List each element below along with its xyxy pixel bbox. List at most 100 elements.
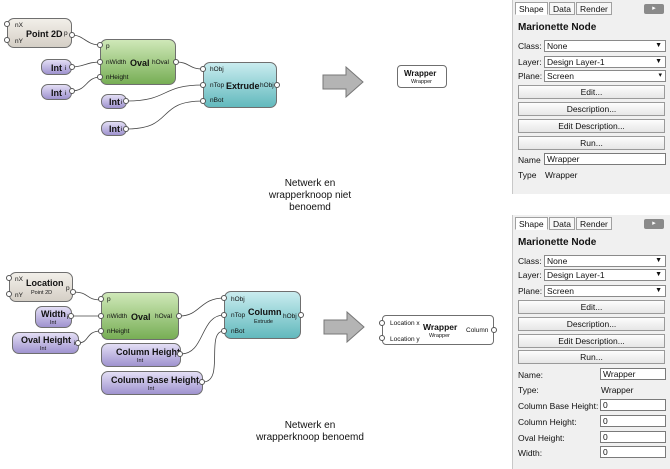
edit-button[interactable]: Edit... — [518, 85, 665, 99]
chevron-down-icon: ▼ — [655, 271, 662, 278]
node-title: Column — [248, 307, 282, 317]
param-label-width: Width: — [518, 448, 543, 458]
node-extrude[interactable]: hObj nTop nBot Extrude hObj — [203, 62, 277, 108]
port-i-output[interactable] — [177, 351, 183, 357]
run-button[interactable]: Run... — [518, 136, 665, 150]
tab-shape[interactable]: Shape — [515, 217, 548, 230]
port-location-y-input[interactable] — [379, 335, 385, 341]
node-column-height[interactable]: Column Height Int i — [101, 343, 181, 367]
port-ny-input[interactable] — [6, 291, 12, 297]
port-p-input[interactable] — [98, 296, 104, 302]
port-i-output[interactable] — [123, 98, 129, 104]
port-nheight-input[interactable] — [98, 328, 104, 334]
port-hobj-input[interactable] — [200, 66, 206, 72]
node-title: Wrapper — [404, 69, 437, 78]
node-column[interactable]: hObj nTop nBot Column Extrude hObj — [224, 291, 301, 339]
port-nbot-input[interactable] — [200, 98, 206, 104]
node-int-2[interactable]: Int i — [41, 84, 72, 100]
panel-menu-icon[interactable]: ▸ — [644, 219, 664, 229]
node-title: Column Base Height — [111, 375, 200, 385]
name-field[interactable]: Wrapper — [600, 368, 666, 380]
port-nbot-label: nBot — [231, 328, 245, 335]
node-oval[interactable]: p nWidth nHeight Oval hOval — [100, 39, 176, 85]
port-nwidth-input[interactable] — [98, 313, 104, 319]
class-select[interactable]: None▼ — [544, 40, 666, 52]
port-i-output[interactable] — [199, 379, 205, 385]
node-subtitle: Wrapper — [411, 79, 432, 85]
node-int-1[interactable]: Int i — [41, 59, 72, 75]
port-p-label: p — [107, 296, 111, 303]
panel-heading: Marionette Node — [518, 22, 597, 33]
port-nbot-input[interactable] — [221, 328, 227, 334]
tab-data[interactable]: Data — [549, 2, 575, 15]
port-hobj-output[interactable] — [298, 312, 304, 318]
port-nwidth-input[interactable] — [97, 59, 103, 65]
node-oval-height[interactable]: Oval Height Int i — [12, 332, 79, 354]
node-column-base-height[interactable]: Column Base Height Int i — [101, 371, 203, 395]
port-column-output[interactable] — [491, 327, 497, 333]
node-wrapper[interactable]: Wrapper Wrapper — [397, 65, 447, 88]
panel-tabs: Shape Data Render ▸ — [515, 2, 668, 16]
port-hoval-output[interactable] — [173, 59, 179, 65]
port-p-input[interactable] — [97, 42, 103, 48]
oval-height-field[interactable]: 0 — [600, 431, 666, 443]
tab-render[interactable]: Render — [576, 217, 612, 230]
node-title: Wrapper — [423, 322, 458, 332]
edit-button[interactable]: Edit... — [518, 300, 665, 314]
port-hobj-label: hObj — [231, 296, 245, 303]
node-title: Int — [109, 97, 120, 107]
port-i-output[interactable] — [68, 313, 74, 319]
port-i-output[interactable] — [75, 340, 81, 346]
top-caption: Netwerk en wrapperknoop niet benoemd — [268, 178, 352, 213]
type-value: Wrapper — [601, 385, 634, 395]
node-location[interactable]: nX nY Location Point 2D p — [9, 272, 73, 302]
layer-label: Layer: — [518, 270, 542, 280]
port-nheight-input[interactable] — [97, 74, 103, 80]
node-point-2d[interactable]: nX nY Point 2D p — [7, 18, 72, 48]
layer-select[interactable]: Design Layer-1▼ — [544, 269, 666, 281]
port-nx-input[interactable] — [4, 21, 10, 27]
node-wrapper[interactable]: Location x Location y Wrapper Wrapper Co… — [382, 315, 494, 345]
port-ny-input[interactable] — [4, 37, 10, 43]
column-base-height-field[interactable]: 0 — [600, 399, 666, 411]
port-p-output[interactable] — [69, 32, 75, 38]
port-i-label: i — [197, 380, 199, 387]
port-ntop-input[interactable] — [221, 312, 227, 318]
panel-menu-icon[interactable]: ▸ — [644, 4, 664, 14]
edit-description-button[interactable]: Edit Description... — [518, 334, 665, 348]
description-button[interactable]: Description... — [518, 317, 665, 331]
tab-render[interactable]: Render — [576, 2, 612, 15]
port-i-output[interactable] — [123, 126, 129, 132]
port-nheight-label: nHeight — [107, 328, 130, 335]
class-select[interactable]: None▼ — [544, 255, 666, 267]
plane-select[interactable]: Screen▾ — [544, 70, 666, 82]
port-p-output[interactable] — [70, 289, 76, 295]
port-i-output[interactable] — [69, 88, 75, 94]
arrow-right-icon — [322, 66, 364, 98]
port-location-x-input[interactable] — [379, 320, 385, 326]
width-field[interactable]: 0 — [600, 446, 666, 458]
object-info-panel-bottom: Shape Data Render ▸ Marionette Node Clas… — [512, 215, 670, 469]
port-ntop-input[interactable] — [200, 82, 206, 88]
name-field[interactable]: Wrapper — [544, 153, 666, 165]
plane-select[interactable]: Screen▼ — [544, 285, 666, 297]
node-width[interactable]: Width Int i — [35, 306, 72, 328]
layer-select[interactable]: Design Layer-1▼ — [544, 56, 666, 68]
node-int-3[interactable]: Int i — [101, 94, 127, 109]
tab-shape[interactable]: Shape — [515, 2, 548, 15]
tab-data[interactable]: Data — [549, 217, 575, 230]
edit-description-button[interactable]: Edit Description... — [518, 119, 665, 133]
run-button[interactable]: Run... — [518, 350, 665, 364]
name-label: Name: — [518, 370, 544, 380]
port-hobj-output[interactable] — [274, 82, 280, 88]
port-hobj-input[interactable] — [221, 295, 227, 301]
port-nx-input[interactable] — [6, 275, 12, 281]
description-button[interactable]: Description... — [518, 102, 665, 116]
port-nx-label: nX — [15, 276, 23, 283]
column-height-field[interactable]: 0 — [600, 415, 666, 427]
port-i-output[interactable] — [69, 64, 75, 70]
node-oval[interactable]: p nWidth nHeight Oval hOval — [101, 292, 179, 340]
port-nheight-label: nHeight — [106, 74, 129, 81]
node-title: Extrude — [226, 81, 260, 91]
port-hoval-output[interactable] — [176, 313, 182, 319]
